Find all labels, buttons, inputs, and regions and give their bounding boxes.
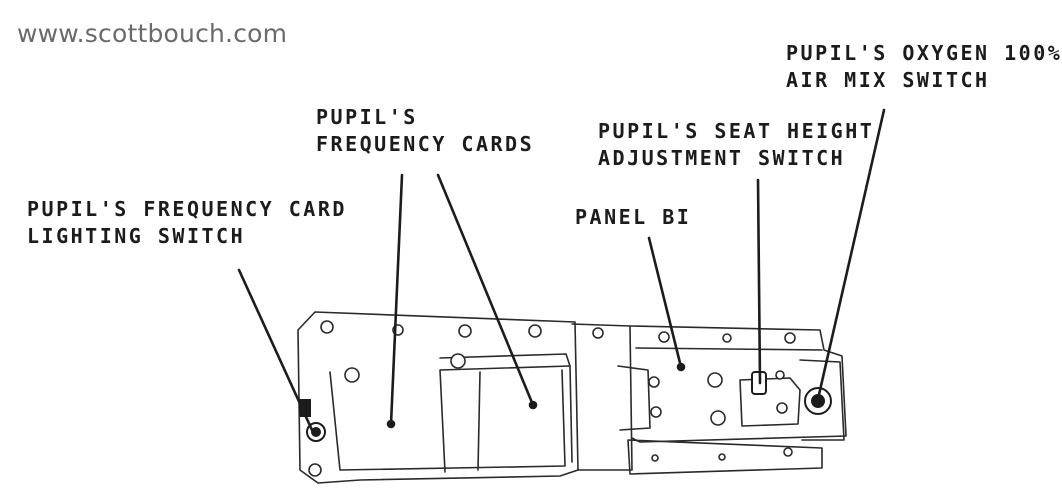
switch-housing xyxy=(739,377,801,427)
label-panel-b1: PANEL BI xyxy=(575,204,691,231)
right-panel-upper xyxy=(629,325,847,443)
leader-panel-b1 xyxy=(647,236,683,369)
label-line: FREQUENCY CARDS xyxy=(316,132,535,156)
left-panel-inner xyxy=(329,369,566,471)
oxygen-switch-housing xyxy=(799,359,845,441)
connector-detail xyxy=(617,365,651,431)
right-panel-divider xyxy=(635,347,823,351)
label-line: PANEL BI xyxy=(575,205,692,229)
card-holder xyxy=(439,365,573,473)
left-panel-outline xyxy=(297,311,579,484)
leader-frequency-card-1 xyxy=(389,173,404,426)
right-panel-lower xyxy=(627,439,823,475)
label-line: AIR MIX SWITCH xyxy=(786,68,990,92)
label-frequency-card-lighting-switch: PUPIL'S FREQUENCY CARD LIGHTING SWITCH xyxy=(27,196,347,250)
leader-frequency-card-2 xyxy=(436,173,535,407)
panel-drawing xyxy=(237,108,886,484)
leader-lighting-switch xyxy=(237,268,314,432)
label-line: PUPIL'S xyxy=(316,105,418,129)
card-holder-top xyxy=(439,353,571,367)
label-frequency-cards: PUPIL'S FREQUENCY CARDS xyxy=(316,104,534,158)
label-line: LIGHTING SWITCH xyxy=(27,224,246,248)
leader-seat-height xyxy=(756,178,762,385)
label-seat-height-switch: PUPIL'S SEAT HEIGHT ADJUSTMENT SWITCH xyxy=(598,118,874,172)
label-line: PUPIL'S FREQUENCY CARD xyxy=(27,197,347,221)
label-oxygen-switch: PUPIL'S OXYGEN 100% AIR MIX SWITCH xyxy=(786,40,1062,94)
label-line: PUPIL'S SEAT HEIGHT xyxy=(598,119,875,143)
label-line: ADJUSTMENT SWITCH xyxy=(598,146,846,170)
leader-oxygen xyxy=(816,108,886,401)
connector-panel xyxy=(571,323,633,471)
watermark: www.scottbouch.com xyxy=(17,19,288,48)
label-line: PUPIL'S OXYGEN 100% xyxy=(786,41,1062,65)
